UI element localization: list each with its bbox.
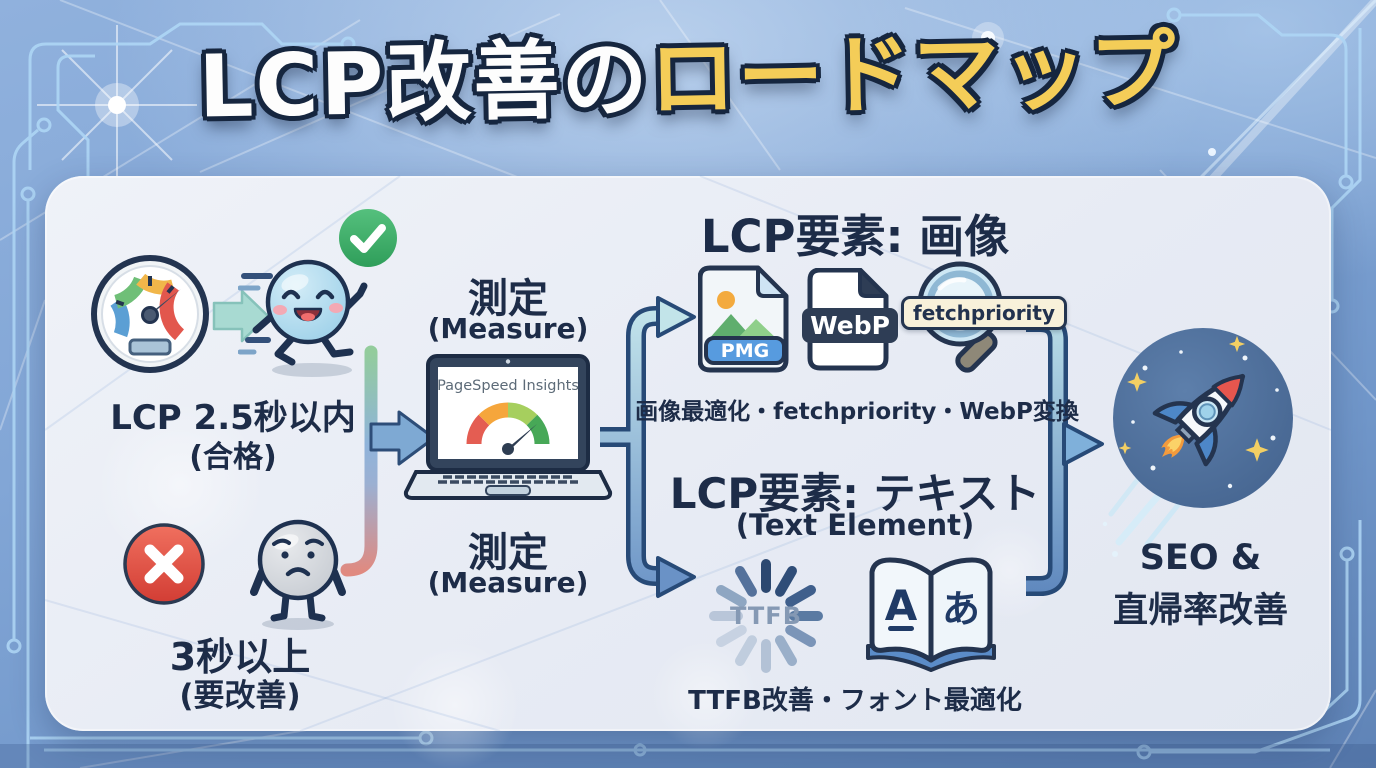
fetchpriority-badge: fetchpriority	[901, 296, 1068, 330]
check-icon	[339, 209, 397, 267]
rocket-icon	[1102, 328, 1293, 557]
outcome-label-line1: SEO &	[1139, 538, 1262, 578]
png-badge-label: PMG	[721, 340, 769, 362]
fail-label: 3秒以上	[169, 635, 311, 679]
circuit-traces	[0, 7, 1376, 768]
fast-character	[238, 259, 368, 377]
webp-file-icon: WebP	[802, 268, 898, 371]
main-panel	[45, 176, 1331, 731]
image-branch-heading: LCP要素: 画像	[700, 210, 1010, 263]
fail-note: (要改善)	[179, 678, 301, 714]
arrow-to-measure	[369, 410, 436, 466]
rocket-stars-white	[1131, 350, 1279, 489]
ttfb-spinner-icon: TTFB	[709, 559, 823, 673]
measure-bottom-label: 測定	[468, 530, 548, 576]
starburst	[37, 22, 1216, 185]
pass-note: (合格)	[189, 440, 277, 475]
measure-top-label: 測定	[468, 276, 548, 322]
dictionary-book-icon: A あ	[866, 557, 996, 672]
png-file-icon: PMG	[698, 265, 789, 373]
text-branch-heading: LCP要素: テキスト	[669, 469, 1041, 518]
text-branch-subheading: (Text Element)	[735, 508, 975, 542]
text-branch-caption: TTFB改善・フォント最適化	[688, 686, 1022, 716]
speedometer-ticks	[115, 276, 175, 307]
image-branch-caption: 画像最適化・fetchpriority・WebP変換	[635, 399, 1079, 425]
rocket-stars-yellow	[1118, 335, 1269, 462]
outcome-label-line2: 直帰率改善	[1112, 591, 1288, 631]
fork-connector	[600, 296, 696, 598]
book-left-glyph: A	[885, 581, 918, 630]
speedometer-icon	[91, 255, 209, 373]
webp-badge-label: WebP	[810, 311, 890, 340]
book-right-glyph: あ	[942, 587, 980, 631]
speed-lines	[238, 273, 273, 355]
flow-connector-left	[340, 345, 378, 577]
pass-label: LCP 2.5秒以内	[110, 398, 356, 438]
pagespeed-screen-title: PageSpeed Insights	[437, 378, 579, 394]
cross-icon	[123, 523, 205, 605]
measure-bottom-note: (Measure)	[427, 566, 589, 599]
slow-character	[250, 519, 346, 630]
laptop-icon: PageSpeed Insights	[403, 354, 613, 500]
ttfb-label: TTFB	[730, 602, 802, 630]
measure-top-note: (Measure)	[427, 312, 589, 345]
rocket-body	[1152, 373, 1246, 467]
